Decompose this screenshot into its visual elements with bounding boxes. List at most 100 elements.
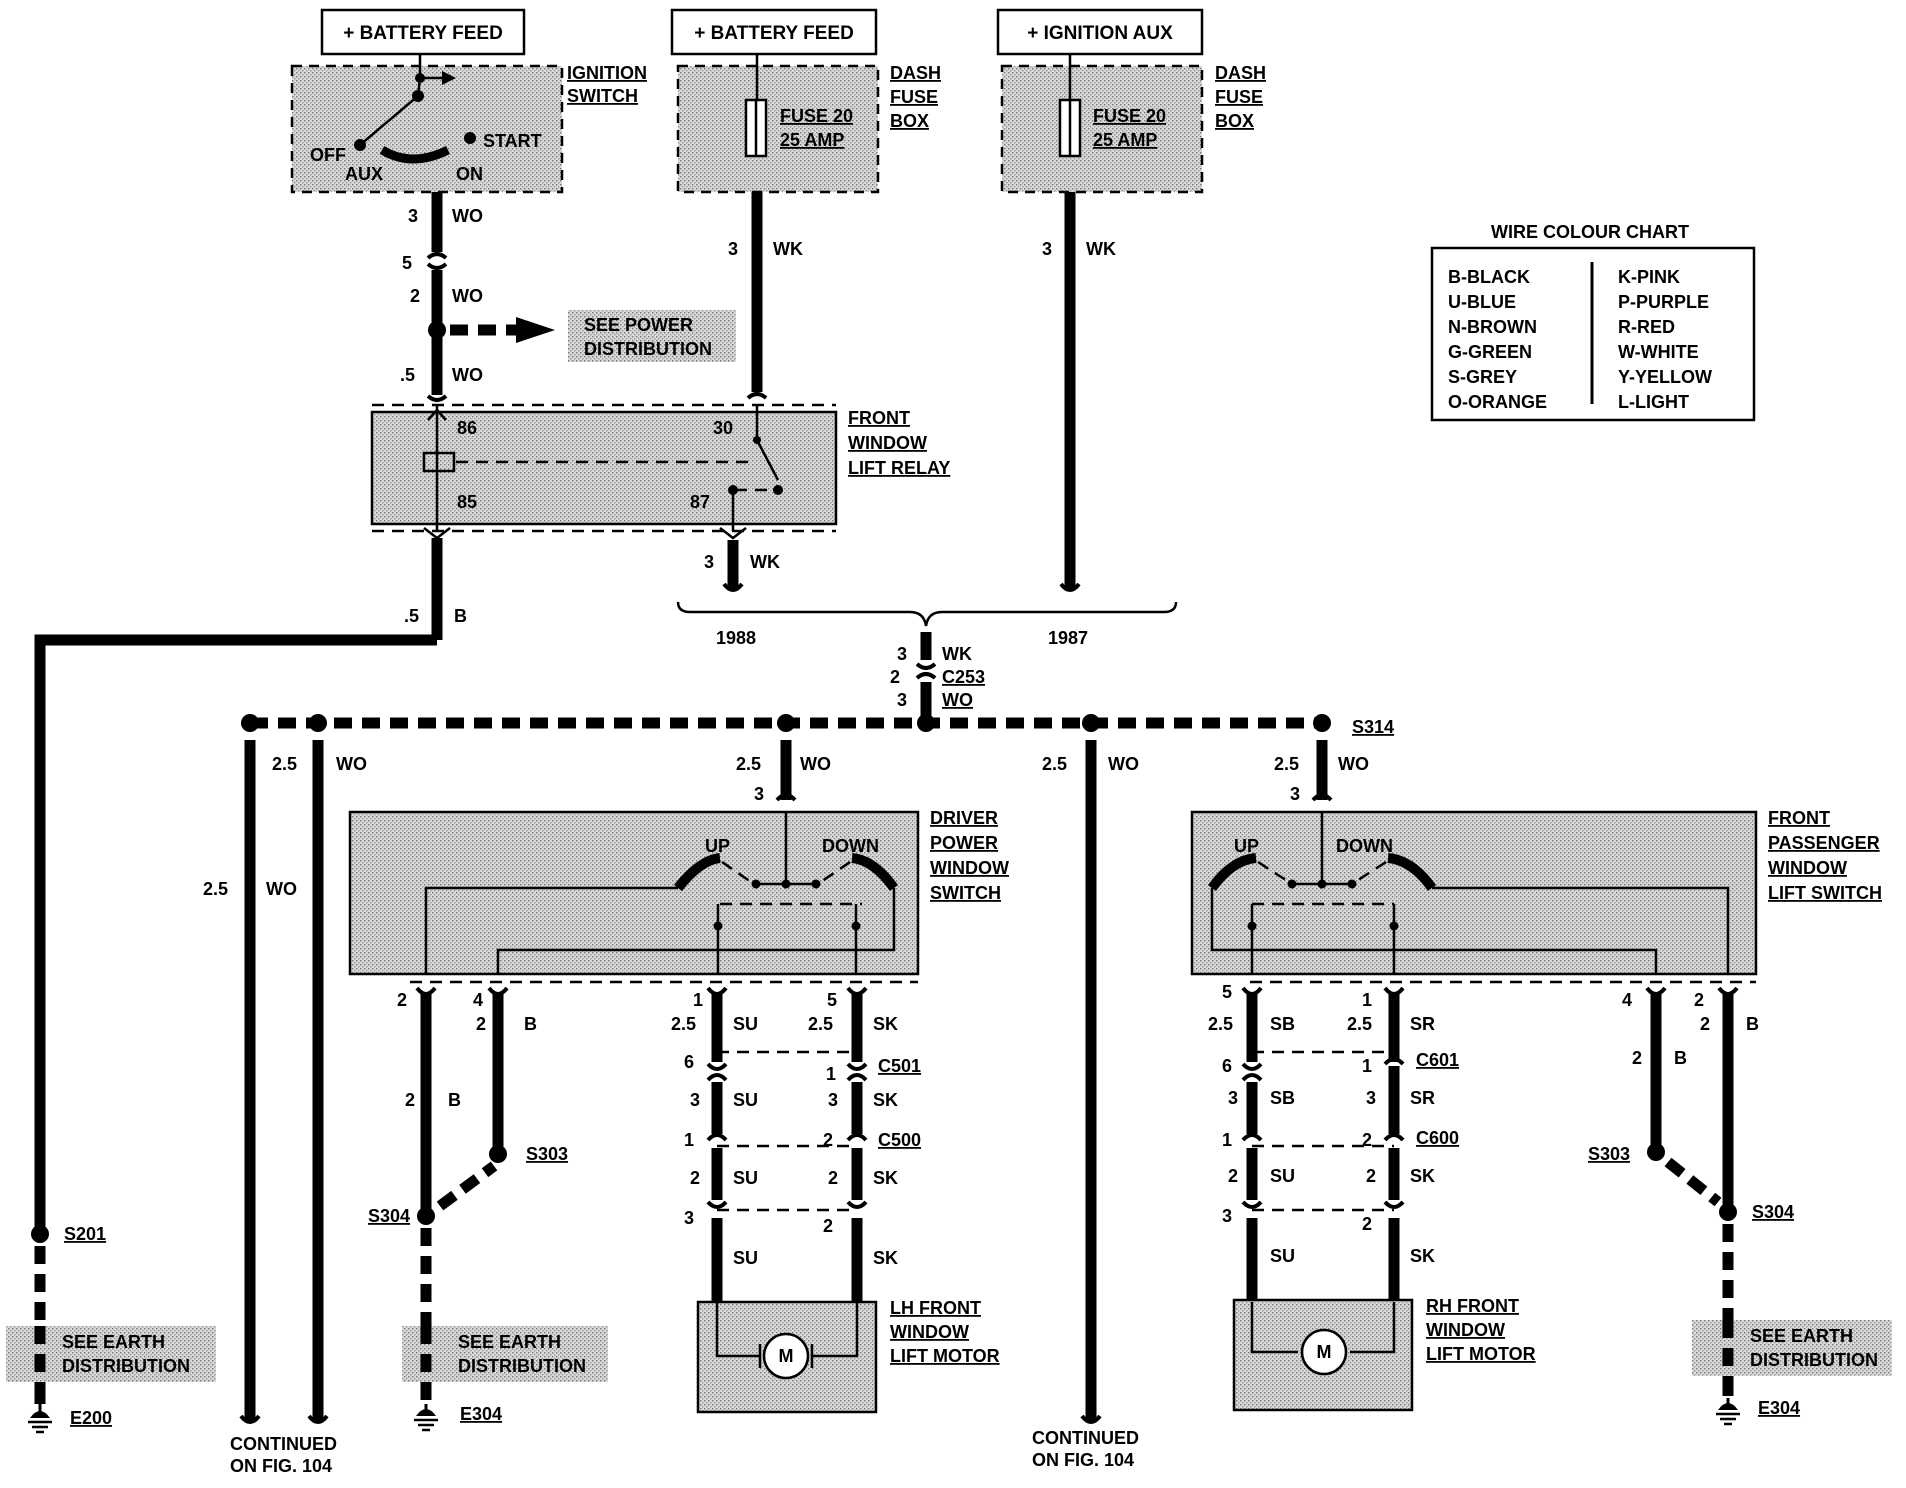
pas-c3-right: 2 <box>1362 1214 1372 1234</box>
conn5-label: 5 <box>402 253 412 273</box>
drv-c3-left: 3 <box>684 1208 694 1228</box>
rh-motor-title-1: RH FRONT <box>1426 1296 1519 1316</box>
fusebox2-title-1: DASH <box>1215 63 1266 83</box>
pas-su3-colour: SU <box>1270 1166 1295 1186</box>
dash-fuse-box-2: FUSE 20 25 AMP DASH FUSE BOX <box>1000 54 1266 194</box>
bus-s314: S314 <box>241 714 1394 737</box>
drv-su2-size: 3 <box>690 1090 700 1110</box>
pas-su3-size: 2 <box>1228 1166 1238 1186</box>
c501-label: C501 <box>878 1056 921 1076</box>
b-size: .5 <box>404 606 419 626</box>
c253-label: C253 <box>942 667 985 687</box>
drv-sk3-colour: SK <box>873 1168 898 1188</box>
drv-pin-2: 2 <box>397 990 407 1010</box>
see-power-1: SEE POWER <box>584 315 693 335</box>
dash-fuse-box-1: FUSE 20 25 AMP DASH FUSE BOX <box>676 54 941 194</box>
year-1987: 1987 <box>1048 628 1088 648</box>
pas-pin-4: 4 <box>1622 990 1632 1010</box>
colour-chart-title: WIRE COLOUR CHART <box>1491 222 1689 242</box>
drv-title-4: SWITCH <box>930 883 1001 903</box>
fusebox2-title-3: BOX <box>1215 111 1254 131</box>
earth-e200: E200 <box>28 1404 112 1434</box>
drv-su3-colour: SU <box>733 1168 758 1188</box>
lh-motor-m: M <box>779 1346 794 1366</box>
pas-s304-label: S304 <box>1752 1202 1794 1222</box>
rh-motor-title-3: LIFT MOTOR <box>1426 1344 1536 1364</box>
colour-yellow: Y-YELLOW <box>1618 367 1712 387</box>
ign-start-label: START <box>483 131 542 151</box>
pas-b-colour-a: B <box>1746 1014 1759 1034</box>
b-colour: B <box>454 606 467 626</box>
pas-sr2-colour: SR <box>1410 1088 1435 1108</box>
relay-pin-87: 87 <box>690 492 710 512</box>
bus-drop-mid: 2.5 WO CONTINUED ON FIG. 104 <box>1032 740 1139 1470</box>
pas-sk3-colour: SK <box>1410 1166 1435 1186</box>
s314-label: S314 <box>1352 717 1394 737</box>
wire-colour-chart: WIRE COLOUR CHART B-BLACK U-BLUE N-BROWN… <box>1430 222 1756 422</box>
e200-label: E200 <box>70 1408 112 1428</box>
pas-sb1-size: 2.5 <box>1208 1014 1233 1034</box>
colour-black: B-BLACK <box>1448 267 1530 287</box>
lh-motor-title-3: LIFT MOTOR <box>890 1346 1000 1366</box>
drv-pin-5: 5 <box>827 990 837 1010</box>
drv-b-size-a: 2 <box>476 1014 486 1034</box>
relay-pin-85: 85 <box>457 492 477 512</box>
fuse1-label-b: 25 AMP <box>780 130 844 150</box>
drv-su4-colour: SU <box>733 1248 758 1268</box>
colour-light: L-LIGHT <box>1618 392 1689 412</box>
see-earth-1-a: SEE EARTH <box>62 1332 165 1352</box>
pas-down-label: DOWN <box>1336 836 1393 856</box>
pas-pin-5: 5 <box>1222 982 1232 1002</box>
ignition-aux-label: + IGNITION AUX <box>1027 23 1173 44</box>
pas-pin-3: 3 <box>1290 784 1300 804</box>
w3-size: .5 <box>400 365 415 385</box>
relay-earth-wire: .5 B S201 <box>31 538 467 1404</box>
ignition-aux-feed: + IGNITION AUX <box>996 8 1204 56</box>
see-earth-distribution-3: SEE EARTH DISTRIBUTION <box>1692 1320 1892 1398</box>
pas-sk3-size: 2 <box>1366 1166 1376 1186</box>
see-earth-3-a: SEE EARTH <box>1750 1326 1853 1346</box>
see-power-2: DISTRIBUTION <box>584 339 712 359</box>
pas-c600-right: 2 <box>1362 1130 1372 1150</box>
colour-purple: P-PURPLE <box>1618 292 1709 312</box>
pas-sr1-size: 2.5 <box>1347 1014 1372 1034</box>
s201-label: S201 <box>64 1224 106 1244</box>
colour-grey: S-GREY <box>1448 367 1517 387</box>
year-bracket: 1988 1987 <box>676 601 1178 648</box>
lh-motor-title-1: LH FRONT <box>890 1298 981 1318</box>
battery-feed-1-label: + BATTERY FEED <box>343 23 503 44</box>
drv-b-size-b: 2 <box>405 1090 415 1110</box>
relay-title-2: WINDOW <box>848 433 927 453</box>
battery-feed-1: + BATTERY FEED <box>320 8 526 56</box>
pas-title-3: WINDOW <box>1768 858 1847 878</box>
driver-power-window-switch: 2.5 WO 3 UP DOWN DRIVER POWER WINDOW SWI… <box>348 740 1009 1010</box>
bus-l-size: 2.5 <box>272 754 297 774</box>
c253-top-num: 3 <box>897 644 907 664</box>
w1-colour: WO <box>452 206 483 226</box>
colour-red: R-RED <box>1618 317 1675 337</box>
c600-label: C600 <box>1416 1128 1459 1148</box>
rh-motor-m: M <box>1317 1342 1332 1362</box>
pas-title-2: PASSENGER <box>1768 833 1880 853</box>
rh-motor-title-2: WINDOW <box>1426 1320 1505 1340</box>
colour-white: W-WHITE <box>1618 342 1699 362</box>
battery-feed-2: + BATTERY FEED <box>670 8 878 56</box>
drv-size: 2.5 <box>736 754 761 774</box>
fusebox1-title-3: BOX <box>890 111 929 131</box>
e304-right-label: E304 <box>1758 1398 1800 1418</box>
drv-c3-right: 2 <box>823 1216 833 1236</box>
drv-pin-3: 3 <box>754 784 764 804</box>
pas-sk4-colour: SK <box>1410 1246 1435 1266</box>
pas-b-colour-b: B <box>1674 1048 1687 1068</box>
ignition-wire: 3 WO 5 2 WO .5 WO <box>400 192 555 402</box>
c601-label: C601 <box>1416 1050 1459 1070</box>
drv-down-label: DOWN <box>822 836 879 856</box>
relay-title-3: LIFT RELAY <box>848 458 950 478</box>
wk1-size: 3 <box>728 239 738 259</box>
see-earth-2-b: DISTRIBUTION <box>458 1356 586 1376</box>
pas-title-4: LIFT SWITCH <box>1768 883 1882 903</box>
drv-colour: WO <box>800 754 831 774</box>
relay-pin-86: 86 <box>457 418 477 438</box>
ign-title-2: SWITCH <box>567 86 638 106</box>
